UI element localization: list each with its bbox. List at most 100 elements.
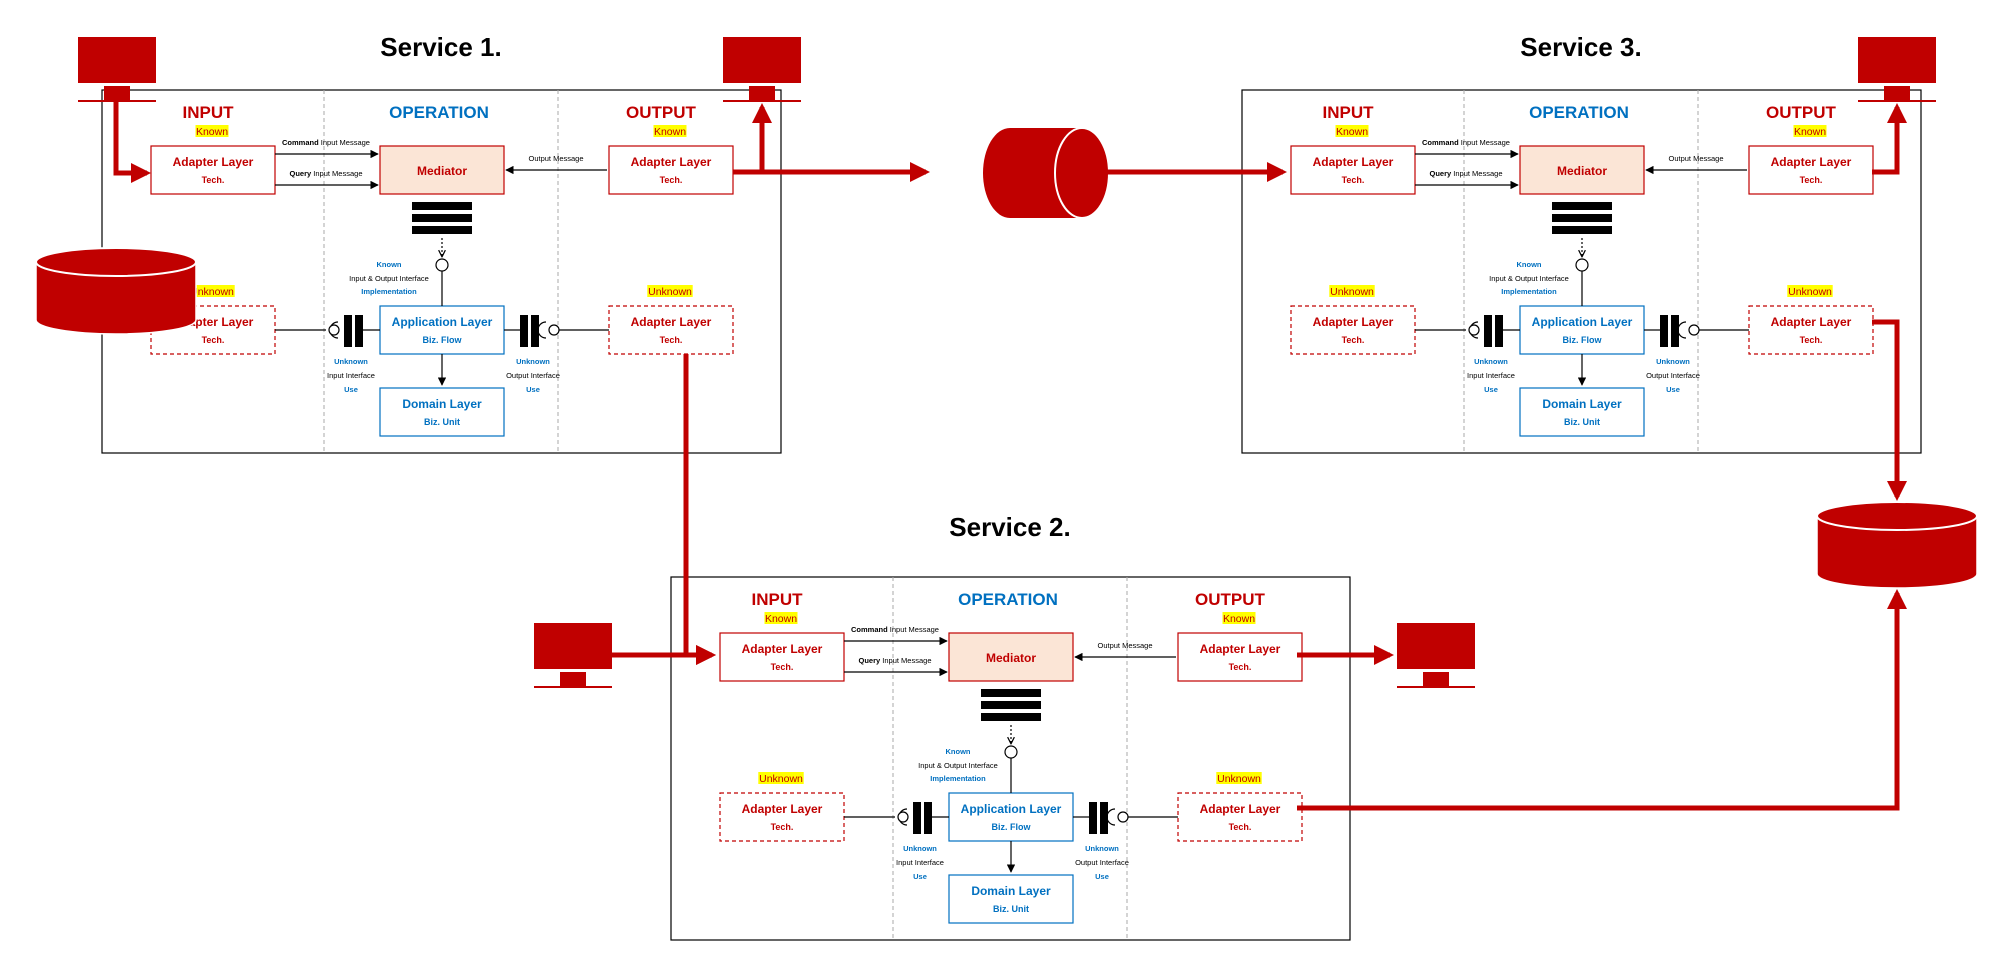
input-interface-ball [1468,324,1480,336]
query-rest: Input Message [311,169,362,178]
service-title: Service 2. [949,512,1070,542]
input-adapter-unknown-subtitle: Tech. [771,822,794,832]
input-column-header: INPUT [183,103,235,122]
output-interface-state: Unknown [516,357,550,366]
domain-layer-subtitle: Biz. Unit [424,417,460,427]
input-adapter-known [719,632,845,682]
output-interface-block [1100,802,1108,834]
unknown-badge-highlight [1787,285,1833,297]
io-interface-role: Implementation [361,287,417,296]
application-layer-title: Application Layer [392,315,493,329]
bus-bar [1552,202,1612,210]
input-interface-block [924,802,932,834]
output-adapter-unknown-title: Adapter Layer [631,315,712,329]
output-interface-socket [1677,321,1687,339]
operation-column-header: OPERATION [1529,103,1629,122]
application-layer [948,792,1074,842]
unknown-badge-highlight [1329,285,1375,297]
bus-bar [1552,226,1612,234]
input-interface-name: Input Interface [1467,371,1515,380]
command-rest: Input Message [888,625,939,634]
input-interface-block [913,802,921,834]
domain-layer-subtitle: Biz. Unit [1564,417,1600,427]
monitor-icon [1858,37,1936,102]
input-interface-state: Unknown [903,844,937,853]
database-body [35,261,197,335]
output-interface-name: Output Interface [1646,371,1700,380]
flow-s3-output-to-monitor [1872,103,1907,175]
command-rest: Input Message [1459,138,1510,147]
output-adapter-unknown [1177,792,1303,842]
io-interface-state: Known [946,747,971,756]
output-adapter-unknown-subtitle: Tech. [1229,822,1252,832]
application-layer-title: Application Layer [961,802,1062,816]
known-badge-highlight [1335,125,1369,137]
database-icon [1816,501,1978,589]
input-interface-ball [328,324,340,336]
known-badge-highlight [1222,612,1256,624]
monitor-icon [534,623,612,688]
domain-layer-subtitle: Biz. Unit [993,904,1029,914]
service-frame [670,576,1351,941]
query-bold: Query [290,169,313,178]
service-title: Service 3. [1520,32,1641,62]
known-badge-highlight [653,125,687,137]
input-interface-role: Use [344,385,358,394]
unknown-badge-highlight [189,285,235,297]
output-column-header: OUTPUT [626,103,697,122]
interface-socket [1004,745,1018,759]
database-top [1816,501,1978,531]
domain-layer-title: Domain Layer [971,884,1051,898]
unknown-badge-highlight [647,285,693,297]
unknown-badge: Unknown [1330,286,1374,298]
mediator-label: Mediator [417,164,467,178]
domain-layer [1519,387,1645,437]
monitor-stand [1423,672,1449,686]
database-icon [35,247,197,335]
known-badge-highlight [1793,125,1827,137]
command-bold: Command [282,138,319,147]
input-interface-name: Input Interface [327,371,375,380]
output-adapter-known-title: Adapter Layer [631,155,712,169]
input-adapter-known-title: Adapter Layer [173,155,254,169]
input-adapter-known-subtitle: Tech. [202,175,225,185]
io-interface-role: Implementation [930,774,986,783]
command-message-label: Command Input Message [1422,138,1510,147]
unknown-badge: Unknown [648,286,692,298]
bus-bar [981,689,1041,697]
output-adapter-known [1748,145,1874,195]
input-adapter-unknown-subtitle: Tech. [202,335,225,345]
output-interface-block [1089,802,1097,834]
monitor-screen [1397,623,1475,669]
known-badge-highlight [195,125,229,137]
output-adapter-known-subtitle: Tech. [1800,175,1823,185]
input-interface-state: Unknown [1474,357,1508,366]
input-column-header: INPUT [752,590,804,609]
query-rest: Input Message [880,656,931,665]
output-interface-state: Unknown [1656,357,1690,366]
monitor-screen [78,37,156,83]
domain-layer [948,874,1074,924]
monitor-stand [104,86,130,100]
input-adapter-known-subtitle: Tech. [771,662,794,672]
input-interface-block [1484,315,1492,347]
output-adapter-known-title: Adapter Layer [1771,155,1852,169]
flow-monitor-to-s1-input [113,101,151,183]
input-interface-block [1495,315,1503,347]
mediator-box [948,632,1074,682]
output-interface-role: Use [526,385,540,394]
application-layer-title: Application Layer [1532,315,1633,329]
output-adapter-unknown [608,305,734,355]
domain-layer-title: Domain Layer [1542,397,1622,411]
input-interface-role: Use [1484,385,1498,394]
output-adapter-known-title: Adapter Layer [1200,642,1281,656]
input-adapter-unknown-title: Adapter Layer [1313,315,1394,329]
monitor-screen [1858,37,1936,83]
input-interface-ball [897,811,909,823]
database-body [1816,515,1978,589]
database-top [35,247,197,277]
output-adapter-unknown-title: Adapter Layer [1771,315,1852,329]
output-interface-block [520,315,528,347]
